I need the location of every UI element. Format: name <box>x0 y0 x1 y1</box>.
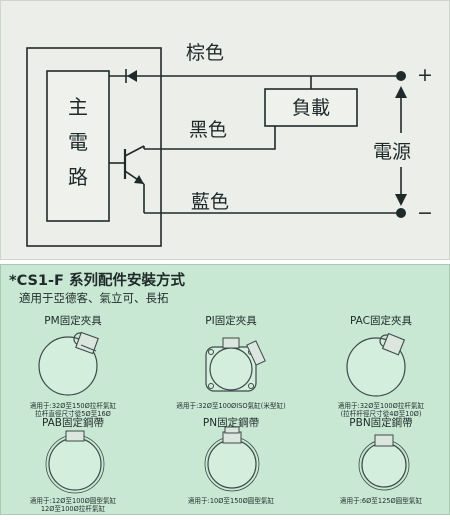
pn-band-drawing <box>204 426 260 492</box>
item-name: PAC固定夾具 <box>350 314 412 327</box>
pab-band-drawing <box>45 430 105 494</box>
main-circuit-box <box>46 70 110 222</box>
negative-terminal <box>396 208 406 218</box>
positive-terminal <box>396 71 406 81</box>
item-note: 適用于:32Ø至150Ø拉杆氣缸 <box>30 401 117 410</box>
main-circuit-char-1: 主 <box>68 95 88 119</box>
item-name: PAB固定鋼帶 <box>42 416 104 429</box>
item-name: PN固定鋼帶 <box>203 416 259 429</box>
item-note: (拉杆杆徑尺寸從4Ø至10Ø) <box>341 409 422 418</box>
item-note: 適用于:32Ø至100Ø拉杆氣缸 <box>338 401 425 410</box>
black-label: 黑色 <box>189 119 227 141</box>
pbn-band-drawing <box>358 434 410 491</box>
item-name: PI固定夾具 <box>205 314 257 327</box>
mounting-panel: *CS1-F 系列配件安裝方式 適用于亞德客、氣立可、長拓 PM固定夾具 適用于… <box>0 264 450 515</box>
item-name: PM固定夾具 <box>44 314 102 327</box>
main-circuit-char-3: 路 <box>68 165 88 189</box>
item-note: 拉杆直徑尺寸從5Ø至16Ø <box>35 409 111 418</box>
main-circuit-char-2: 電 <box>68 130 88 154</box>
wiring-diagram: 主 電 路 負載 棕色 黑色 藍色 <box>26 42 433 247</box>
black-wire-to-load <box>223 126 276 150</box>
mounting-subtitle: 適用于亞德客、氣立可、長拓 <box>19 291 169 305</box>
item-note: 適用于:6Ø至125Ø圓型氣缸 <box>340 496 423 505</box>
load-label: 負載 <box>292 97 330 119</box>
sensor-housing <box>26 47 162 247</box>
power-arrows <box>395 86 407 206</box>
power-label: 電源 <box>373 141 411 163</box>
blue-label: 藍色 <box>191 191 229 213</box>
wiring-diagram-panel: 主 電 路 負載 棕色 黑色 藍色 <box>0 0 450 260</box>
mounting-title: *CS1-F 系列配件安裝方式 <box>9 271 185 289</box>
pac-clamp-drawing <box>346 332 406 397</box>
plus-sign: + <box>417 64 433 86</box>
item-note: 適用于:12Ø至100Ø圓型氣缸 <box>30 496 117 505</box>
item-note: 適用于:10Ø至150Ø圓型氣缸 <box>188 496 275 505</box>
brown-label: 棕色 <box>186 42 224 64</box>
pm-clamp-drawing <box>38 331 99 396</box>
minus-sign: − <box>417 202 433 224</box>
transistor-symbol <box>109 145 145 213</box>
item-note: 適用于:32Ø至100ØISO氣缸(米型缸) <box>176 401 285 410</box>
diode-symbol <box>125 69 137 83</box>
mounting-diagram: *CS1-F 系列配件安裝方式 適用于亞德客、氣立可、長拓 PM固定夾具 適用于… <box>9 271 425 513</box>
pi-clamp-drawing <box>205 337 266 392</box>
item-note: 12Ø至100Ø拉杆氣缸 <box>41 504 106 513</box>
item-name: PBN固定鋼帶 <box>349 416 412 429</box>
